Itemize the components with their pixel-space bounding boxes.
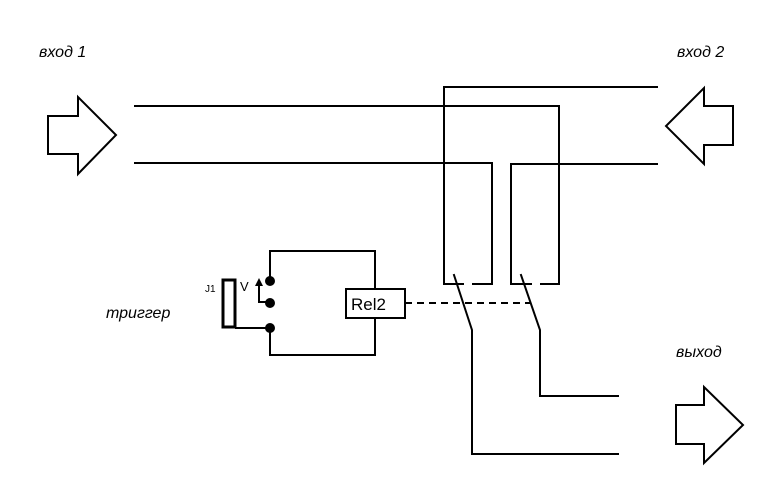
input2-label: вход 2 [677,44,724,61]
trigger-label: триггер [106,305,170,322]
output-label: выход [676,344,722,361]
relay-contact-1 [452,273,619,455]
jumper-name: J1 [205,284,216,295]
input2-wire-b [510,163,658,285]
input1-label: вход 1 [39,44,86,61]
output-arrow-icon [675,384,745,466]
switch-marker: V [240,279,249,294]
terminal-dot-1 [265,276,275,286]
input2-wire-a [443,86,658,285]
relay-name: Rel2 [351,295,386,314]
input1-wire-a [134,105,560,285]
input1-arrow-icon [47,94,118,177]
jumper-j1 [221,278,237,329]
input1-wire-b [134,162,493,285]
terminal-dot-2 [265,298,275,308]
switch-arrow-icon [255,278,263,286]
trigger-loop-top [269,250,376,290]
trigger-loop-bottom [269,317,376,356]
terminal-dot-3 [265,323,275,333]
input2-arrow-icon [664,85,734,167]
relay-coil [345,288,406,319]
relay-contact-2 [519,273,619,397]
